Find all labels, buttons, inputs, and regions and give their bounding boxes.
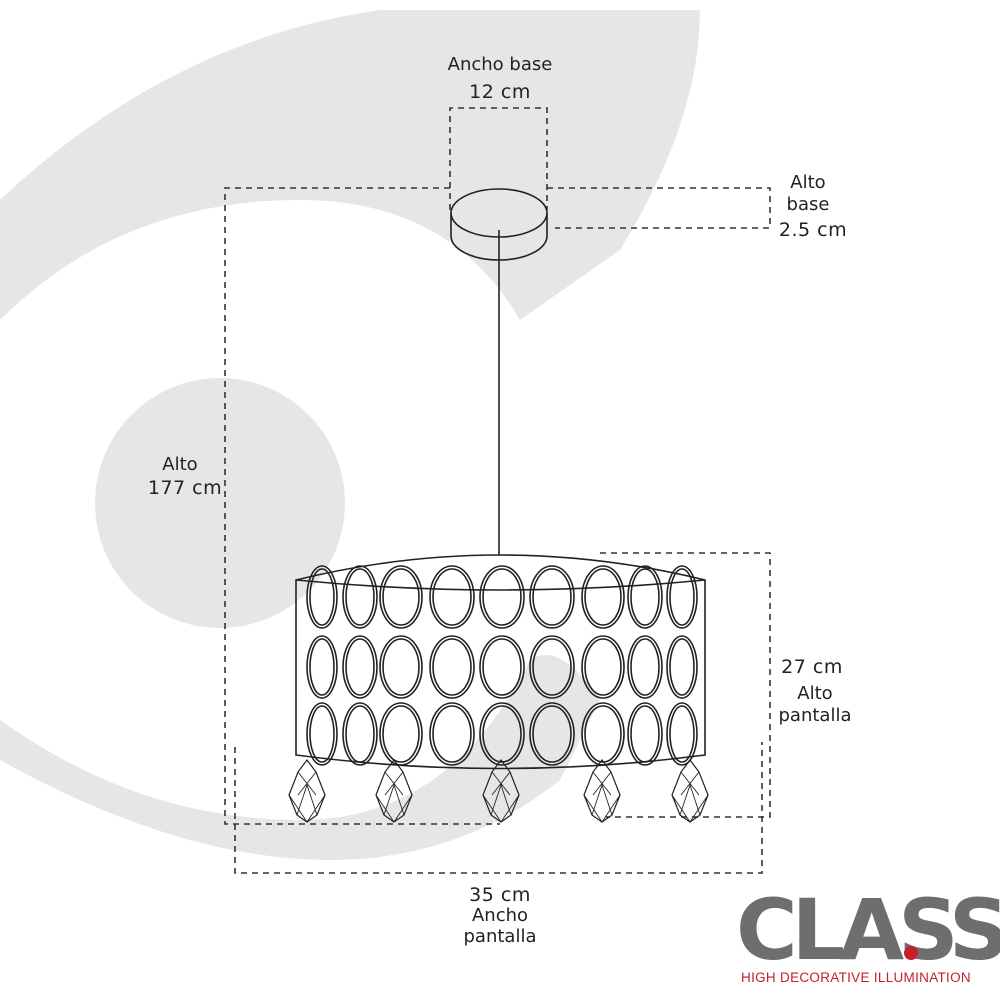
shade-ring [627,702,663,766]
crystal-pendant [482,759,520,823]
crystal-pendant [671,759,709,823]
shade-ring-inner [345,568,375,626]
shade-ring [479,635,525,699]
shade-ring-inner [584,568,622,626]
crystal-pendant [583,759,621,823]
logo-registered-mark: ® [965,948,973,957]
shade-ring [342,635,378,699]
base-height-label-2: base [786,194,830,215]
shade-ring-inner [669,568,695,626]
shade-ring-inner [432,568,472,626]
shade-width-value: 35 cm [469,884,531,906]
shade-ring [581,635,625,699]
crystal-pendant [288,759,326,823]
base-height-dim [547,187,771,229]
shade-ring-inner [345,638,375,696]
shade-ring-inner [309,638,335,696]
shade-ring-inner [669,705,695,763]
shade-ring-inner [532,638,572,696]
shade-ring [342,702,378,766]
shade-ring-inner [382,568,420,626]
shade-ring [627,565,663,629]
shade-ring-inner [584,705,622,763]
shade-height-label-2: pantalla [778,705,852,726]
shade-ring-inner [432,705,472,763]
shade-ring-inner [669,638,695,696]
shade-ring-inner [382,638,420,696]
shade-ring-inner [532,568,572,626]
background-decor [0,10,700,860]
shade-ring-inner [309,568,335,626]
shade-ring-inner [345,705,375,763]
shade-ring [479,565,525,629]
shade-ring-inner [630,568,660,626]
shade-ring-inner [630,705,660,763]
shade-ring [306,565,338,629]
shade-ring [429,565,475,629]
shade-ring-inner [482,638,522,696]
shade-ring [581,702,625,766]
shade-height-dim [600,552,771,818]
shade-ring [666,635,698,699]
shade-ring-inner [382,705,420,763]
base-width-value: 12 cm [469,81,531,103]
shade-height-label-1: Alto [797,683,833,704]
total-height-label: Alto [162,454,198,475]
shade-width-dim [234,742,763,874]
crystal-pendants [288,759,709,823]
base-height-value: 2.5 cm [778,219,848,241]
base-width-label: Ancho base [447,54,553,75]
shade-ring [379,702,423,766]
shade-ring [342,565,378,629]
shade-ring [479,702,525,766]
total-height-value: 177 cm [147,477,223,499]
shade-ring [379,635,423,699]
shade-ring [627,635,663,699]
shade-ring-inner [532,705,572,763]
shade-ring [529,565,575,629]
shade-ring-inner [584,638,622,696]
shade-ring [581,565,625,629]
shade-ring [429,635,475,699]
shade-height-value: 27 cm [781,656,843,678]
logo-red-dot [904,946,918,960]
shade-ring-inner [630,638,660,696]
shade-ring [306,702,338,766]
shade-ring [666,565,698,629]
shade-ring-inner [432,638,472,696]
drum-shade-outline [295,554,706,770]
crystal-pendant [375,759,413,823]
shade-ring [666,702,698,766]
shade-ring [429,702,475,766]
background-arc [0,10,700,320]
shade-rings [306,565,698,766]
logo-tagline: HIGH DECORATIVE ILLUMINATION [741,970,971,985]
dimension-lines [224,107,771,874]
shade-ring [306,635,338,699]
class-logo: CLASS ® HIGH DECORATIVE ILLUMINATION [736,881,1000,998]
shade-ring [529,702,575,766]
drum-shade-rim [295,579,706,591]
shade-ring [529,635,575,699]
base-height-label-1: Alto [790,172,826,193]
background-circle [95,378,345,628]
shade-ring-inner [482,568,522,626]
shade-width-label-1: Ancho [471,905,529,926]
background-arc-lower [0,655,600,860]
shade-width-label-2: pantalla [463,926,537,947]
total-height-dim [224,187,500,825]
lamp-drawing [288,188,709,823]
logo-wordmark: CLASS [736,881,1000,979]
shade-ring [379,565,423,629]
shade-ring-inner [309,705,335,763]
